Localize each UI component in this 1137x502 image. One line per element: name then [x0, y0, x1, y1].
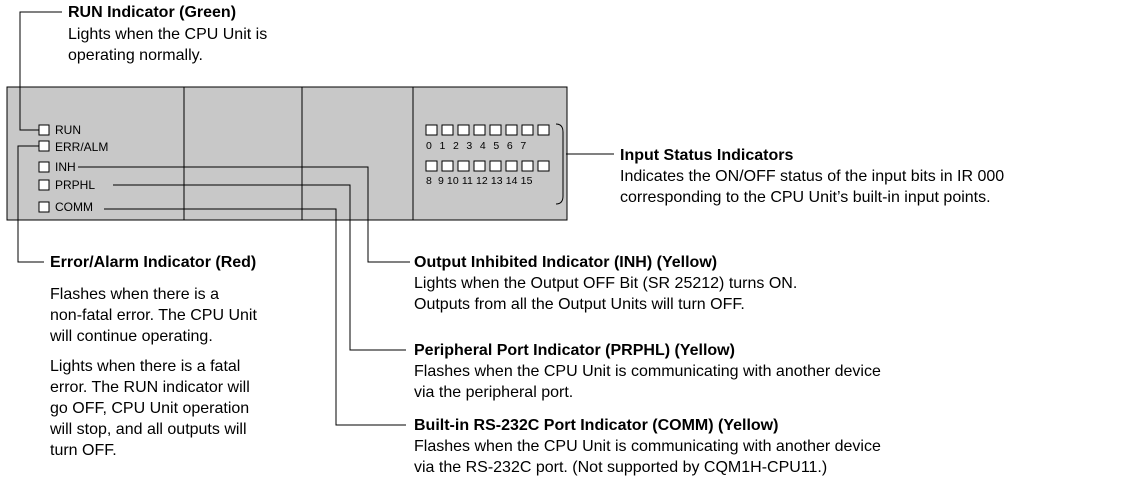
err-p2-2: error. The RUN indicator will: [50, 379, 250, 396]
inh-desc-1: Lights when the Output OFF Bit (SR 25212…: [414, 275, 798, 292]
cpu-unit-panel: [6, 86, 568, 221]
inh-leader: [78, 166, 410, 263]
led-comm-box: [38, 201, 50, 213]
inh-desc-2: Outputs from all the Output Units will t…: [414, 296, 745, 313]
run-desc-2: operating normally.: [68, 47, 203, 64]
input-led-row-1: [425, 124, 550, 136]
led-prphl-box: [38, 179, 50, 191]
prphl-title: Peripheral Port Indicator (PRPHL) (Yello…: [414, 342, 735, 359]
err-p1-1: Flashes when there is a: [50, 286, 219, 303]
led-label-run: RUN: [55, 123, 81, 137]
comm-desc-2: via the RS-232C port. (Not supported by …: [414, 459, 828, 476]
input-title: Input Status Indicators: [620, 147, 794, 164]
run-desc-1: Lights when the CPU Unit is: [68, 26, 268, 43]
run-leader: [19, 11, 62, 131]
err-p2-1: Lights when there is a fatal: [50, 358, 241, 375]
input-numbers-row-2: 8 9 10 11 12 13 14 15: [426, 175, 533, 187]
err-p2-4: will stop, and all outputs will: [50, 421, 247, 438]
prphl-desc-1: Flashes when the CPU Unit is communicati…: [414, 363, 881, 380]
err-p2-3: go OFF, CPU Unit operation: [50, 400, 250, 417]
err-p2-5: turn OFF.: [50, 442, 117, 459]
err-p1-2: non-fatal error. The CPU Unit: [50, 307, 257, 324]
input-numbers-row-1: 0 1 2 3 4 5 6 7: [426, 140, 527, 152]
led-inh-box: [38, 161, 50, 173]
led-err-box: [38, 140, 50, 152]
comm-title: Built-in RS-232C Port Indicator (COMM) (…: [414, 417, 779, 434]
input-desc-1: Indicates the ON/OFF status of the input…: [620, 168, 1005, 185]
prphl-leader: [113, 184, 406, 351]
led-label-inh: INH: [55, 160, 76, 174]
led-run-box: [38, 124, 50, 136]
err-leader: [17, 145, 44, 263]
run-title: RUN Indicator (Green): [68, 4, 237, 21]
inh-title: Output Inhibited Indicator (INH) (Yellow…: [414, 254, 718, 271]
led-label-prphl: PRPHL: [55, 178, 96, 192]
comm-leader: [104, 208, 406, 426]
comm-desc-1: Flashes when the CPU Unit is communicati…: [414, 438, 881, 455]
input-bracket: [555, 123, 564, 205]
prphl-desc-2: via the peripheral port.: [414, 384, 574, 401]
input-desc-2: corresponding to the CPU Unit’s built-in…: [620, 189, 991, 206]
led-label-err-alm: ERR/ALM: [55, 140, 109, 154]
led-label-comm: COMM: [55, 200, 93, 214]
err-p1-3: will continue operating.: [50, 328, 213, 345]
err-title: Error/Alarm Indicator (Red): [50, 254, 257, 271]
input-led-row-2: [425, 160, 550, 172]
